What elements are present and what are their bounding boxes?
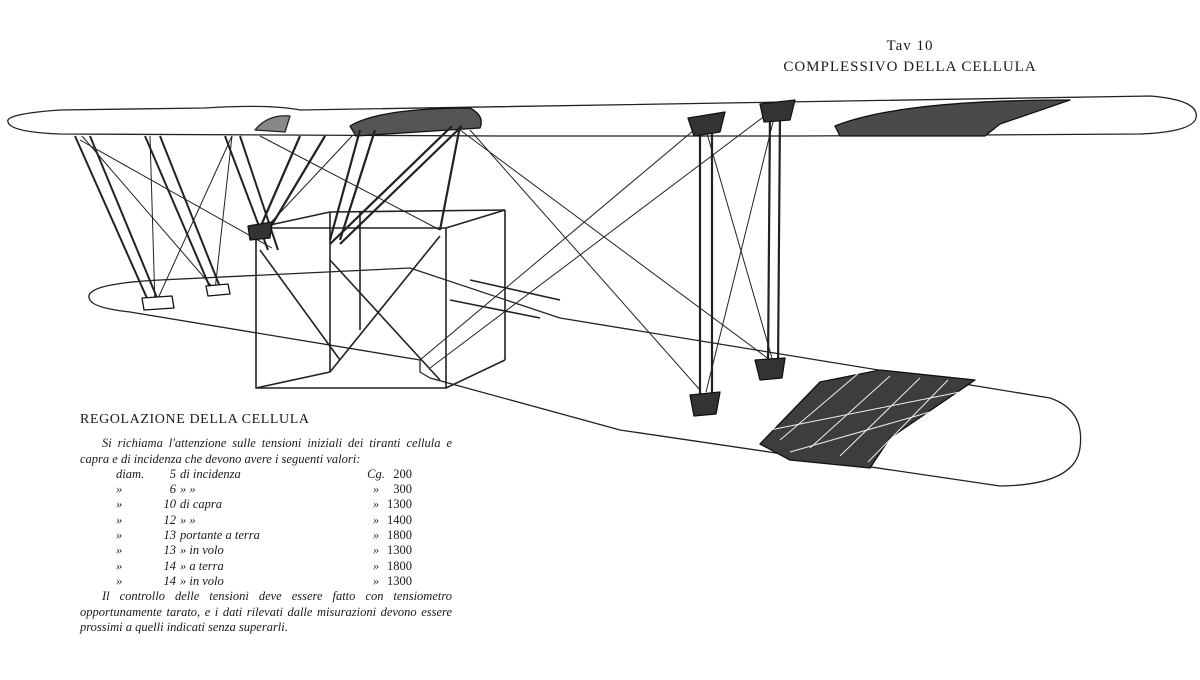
cell-desc: di capra (180, 497, 223, 512)
regolazione-footer: Il controllo delle tensioni deve essere … (80, 589, 452, 635)
lower-wing-outline (88, 267, 1082, 487)
cell-mark: » (372, 573, 380, 588)
plate-title: COMPLESSIVO DELLA CELLULA (783, 59, 1037, 75)
cell-diam: » (116, 528, 123, 543)
cell-desc: » a terra (180, 558, 224, 573)
upper-rib-section-right (834, 99, 1071, 137)
cell-num: 12 (163, 512, 177, 527)
table-row: » 12 » » » 1400 (80, 513, 452, 528)
cell-num: 14 (163, 573, 177, 588)
table-row: » 13 » in volo » 1300 (80, 543, 452, 558)
cell-num: 10 (163, 497, 177, 512)
table-row: » 14 » a terra » 1800 (80, 559, 452, 574)
cell-num: 13 (163, 528, 177, 543)
upper-wing-outline (7, 95, 1197, 137)
small-hatch (254, 115, 291, 133)
cell-num: 5 (169, 466, 176, 481)
plate-header: Tav 10 COMPLESSIVO DELLA CELLULA (760, 38, 1060, 76)
intro-text: Si richiama l'attenzione sulle tensioni … (80, 436, 452, 466)
cell-diam: » (116, 512, 123, 527)
cell-desc: portante a terra (180, 528, 260, 543)
cell-diam: » (116, 482, 123, 497)
cell-value: 1300 (387, 497, 412, 512)
cell-mark: » (372, 482, 380, 497)
tension-table: diam. 5 di incidenza Cg. 200 » 6 » » » 3… (80, 467, 452, 589)
footer-text: Il controllo delle tensioni deve essere … (80, 589, 452, 634)
table-row: » 6 » » » 300 (80, 482, 452, 497)
cell-desc: » » (180, 512, 196, 527)
plate-number: Tav 10 (886, 38, 934, 54)
cell-value: 300 (393, 482, 412, 497)
table-row: » 13 portante a terra » 1800 (80, 528, 452, 543)
upper-rib-section-left (349, 107, 482, 137)
cell-num: 14 (163, 558, 177, 573)
cell-mark: » (372, 528, 380, 543)
cell-desc: » in volo (180, 573, 224, 588)
cell-diam: » (116, 543, 123, 558)
cell-mark: » (372, 543, 380, 558)
table-row: » 10 di capra » 1300 (80, 497, 452, 512)
regolazione-section: REGOLAZIONE DELLA CELLULA Si richiama l'… (80, 412, 452, 635)
cell-mark: » (372, 497, 380, 512)
cell-diam: » (116, 497, 123, 512)
cell-mark: » (372, 512, 380, 527)
cell-desc: di incidenza (180, 466, 241, 481)
cell-value: 1300 (387, 573, 412, 588)
cell-num: 13 (163, 543, 177, 558)
lower-rib-section (759, 369, 976, 469)
cell-value: 1800 (387, 558, 412, 573)
cell-diam: diam. (116, 466, 145, 481)
cell-diam: » (116, 558, 123, 573)
cell-mark: Cg. (367, 466, 385, 481)
cell-desc: » » (180, 482, 196, 497)
cell-num: 6 (169, 482, 176, 497)
cell-value: 1300 (387, 543, 412, 558)
regolazione-intro: Si richiama l'attenzione sulle tensioni … (80, 436, 452, 467)
cell-diam: » (116, 573, 123, 588)
cell-value: 1400 (387, 512, 412, 527)
cell-value: 200 (393, 466, 412, 481)
cell-desc: » in volo (180, 543, 224, 558)
cell-value: 1800 (387, 528, 412, 543)
table-row: » 14 » in volo » 1300 (80, 574, 452, 589)
cell-mark: » (372, 558, 380, 573)
regolazione-heading: REGOLAZIONE DELLA CELLULA (80, 412, 310, 427)
table-row: diam. 5 di incidenza Cg. 200 (80, 467, 452, 482)
